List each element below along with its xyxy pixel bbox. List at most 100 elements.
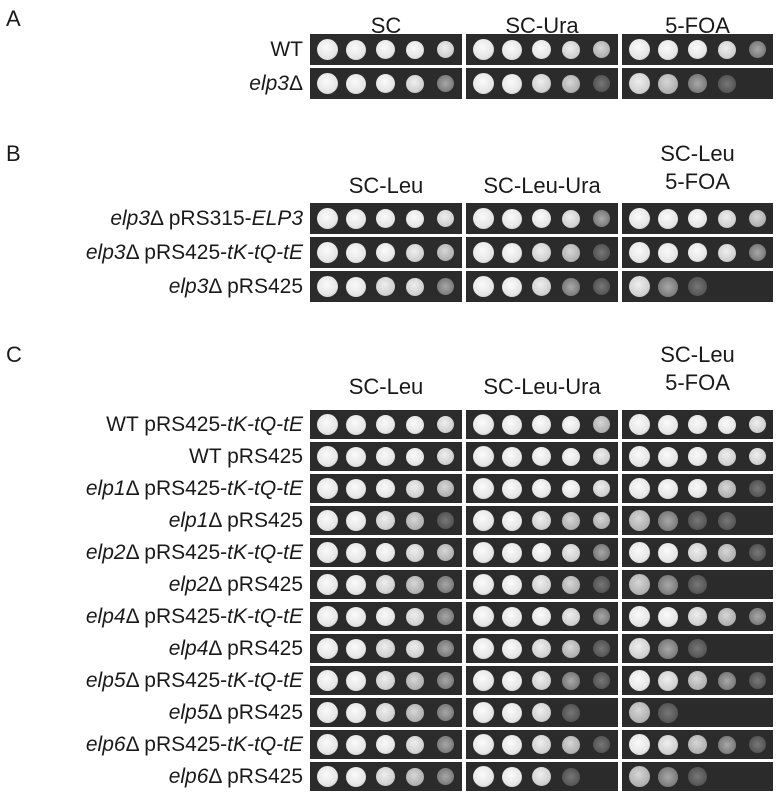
strain-label-part: tK-tQ-tE (227, 605, 303, 628)
colony-spot (628, 542, 650, 563)
colony-spot (436, 480, 454, 497)
strain-label-part: elp3 (110, 207, 151, 230)
colony-spot (316, 766, 338, 787)
colony-spot (592, 210, 610, 227)
colony-spot (628, 242, 650, 263)
colony-spot (316, 638, 338, 659)
colony-spot (502, 542, 522, 563)
colony-spot (375, 74, 395, 93)
colony-spot (472, 478, 494, 499)
colony-spot (562, 479, 580, 498)
colony-spot (375, 735, 395, 754)
colony-spot (375, 447, 395, 466)
colony-spot (531, 415, 551, 434)
colony-spot (346, 606, 366, 627)
colony-spot (748, 41, 766, 58)
colony-spot (531, 447, 551, 466)
strain-label-part: elp6 (85, 733, 126, 756)
colony-spot (658, 39, 678, 60)
colony-spot (436, 512, 454, 529)
strain-label: elp3Δ (249, 70, 303, 98)
colony-spot (562, 415, 580, 434)
colony-spot (562, 277, 580, 296)
colony-spot (687, 40, 707, 59)
colony-spot (658, 242, 678, 263)
colony-spot (531, 767, 551, 786)
colony-spot (718, 607, 736, 626)
strain-label-part: WT pRS425- (106, 413, 228, 436)
colony-spot (562, 703, 580, 722)
colony-spot (592, 75, 610, 92)
colony-spot (562, 243, 580, 262)
colony-spot (592, 672, 610, 689)
colony-spot (346, 242, 366, 263)
plate-strip (622, 506, 773, 535)
colony-spot (436, 640, 454, 657)
colony-spot (502, 242, 522, 263)
strain-label-part: Δ pRS425 (208, 701, 303, 724)
colony-spot (658, 208, 678, 229)
panel-letter: A (6, 6, 21, 31)
strain-label-part: Δ pRS425- (125, 733, 228, 756)
colony-spot (531, 671, 551, 690)
colony-spot (316, 208, 338, 229)
plate-strip (310, 570, 462, 599)
colony-spot (658, 414, 678, 435)
strain-label-part: elp3 (85, 241, 126, 264)
strain-label-part: Δ pRS425- (125, 541, 228, 564)
colony-spot (406, 607, 424, 626)
colony-spot (592, 736, 610, 753)
column-header: SC-Ura (505, 13, 579, 38)
colony-spot (562, 671, 580, 690)
plate-strip (466, 203, 618, 234)
colony-spot (687, 735, 707, 754)
colony-spot (592, 608, 610, 625)
colony-spot (748, 480, 766, 497)
colony-spot (375, 607, 395, 626)
colony-spot (406, 639, 424, 658)
colony-spot (562, 447, 580, 466)
plate-strip (622, 474, 773, 503)
plate-strip (466, 68, 618, 99)
colony-spot (658, 446, 678, 467)
colony-spot (628, 73, 650, 94)
strain-label-part: Δ pRS425- (125, 669, 228, 692)
colony-spot (687, 243, 707, 262)
colony-spot (687, 447, 707, 466)
plate-strip (622, 271, 773, 302)
colony-spot (375, 639, 395, 658)
colony-spot (406, 40, 424, 59)
plate-strip (622, 666, 773, 695)
plate-strip (310, 410, 462, 439)
strain-label-part: elp4 (85, 605, 126, 628)
plate-strip (466, 271, 618, 302)
strain-label-part: tK-tQ-tE (227, 733, 303, 756)
colony-spot (346, 510, 366, 531)
strain-label-part: ELP3 (251, 207, 303, 230)
plate-strip (622, 68, 773, 99)
colony-spot (592, 448, 610, 465)
plate-strip (622, 634, 773, 663)
colony-spot (346, 542, 366, 563)
colony-spot (316, 606, 338, 627)
colony-spot (436, 544, 454, 561)
plate-strip (466, 538, 618, 567)
colony-spot (406, 74, 424, 93)
colony-spot (718, 479, 736, 498)
colony-spot (687, 767, 707, 786)
strain-label: elp4Δ pRS425 (169, 635, 303, 663)
colony-spot (346, 670, 366, 691)
colony-spot (472, 542, 494, 563)
plate-strip (466, 34, 618, 65)
colony-spot (502, 638, 522, 659)
colony-spot (502, 510, 522, 531)
plate-strip (622, 698, 773, 727)
colony-spot (436, 278, 454, 295)
colony-spot (748, 672, 766, 689)
colony-spot (406, 447, 424, 466)
strain-label: elp4Δ pRS425-tK-tQ-tE (86, 603, 303, 631)
colony-spot (562, 575, 580, 594)
colony-spot (316, 734, 338, 755)
plate-strip (466, 474, 618, 503)
colony-spot (658, 702, 678, 723)
